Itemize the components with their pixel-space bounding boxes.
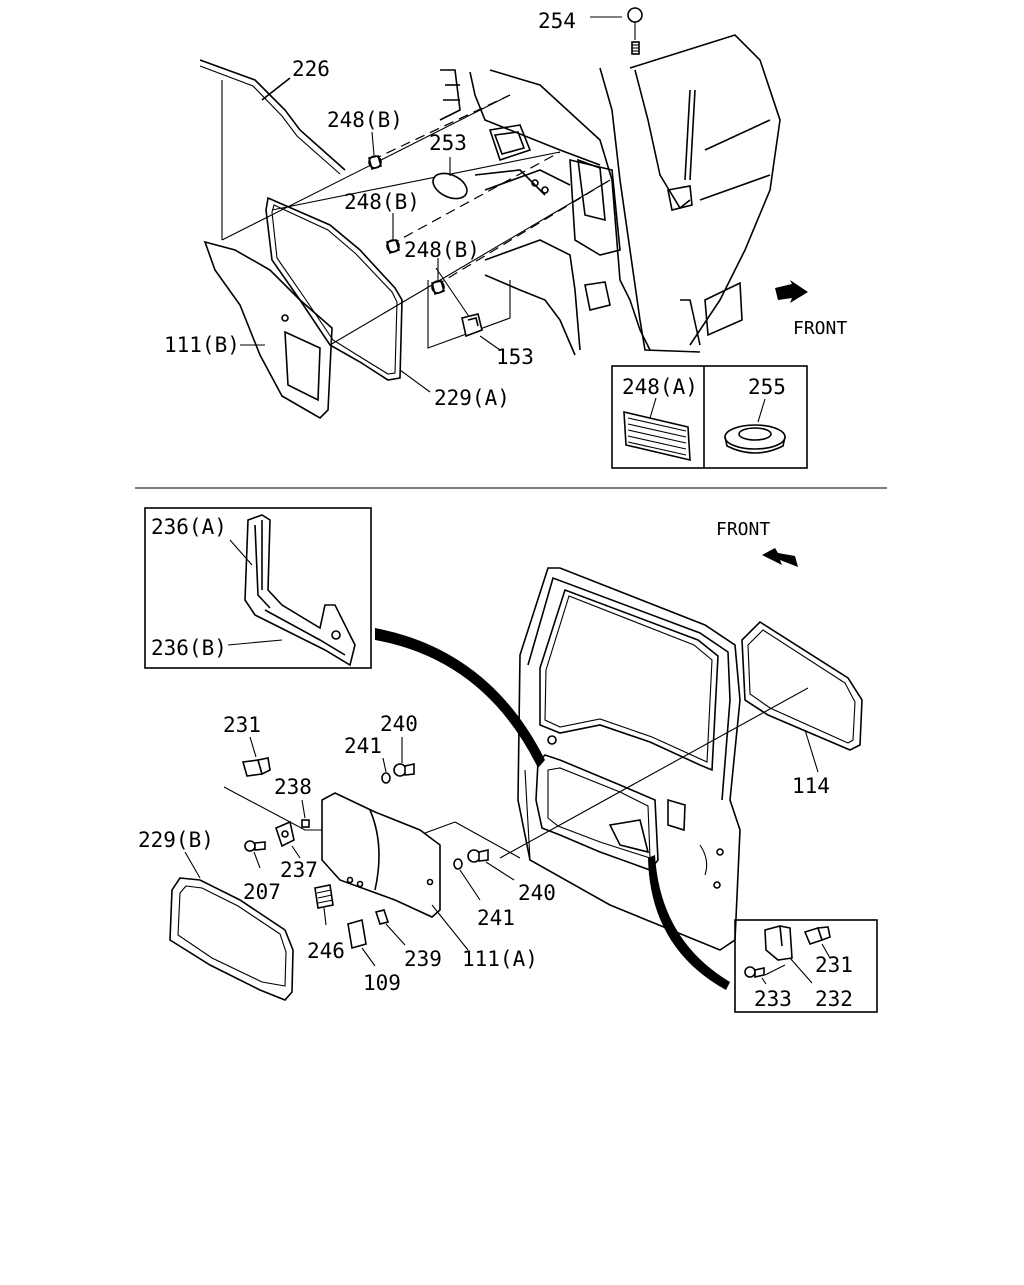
callout-229a: 229(A) bbox=[434, 386, 510, 410]
callout-248b-1: 248(B) bbox=[327, 108, 403, 132]
spring-246 bbox=[314, 884, 334, 926]
zoom-curve-upper bbox=[375, 628, 545, 768]
washer-241-lower bbox=[453, 858, 481, 901]
clip-248b-1 bbox=[368, 155, 382, 171]
bolt-240-upper bbox=[393, 737, 415, 777]
callout-231-right: 231 bbox=[815, 953, 853, 977]
callout-229b: 229(B) bbox=[138, 828, 214, 852]
cab-body bbox=[439, 34, 781, 356]
callout-114: 114 bbox=[792, 774, 830, 798]
cap-253 bbox=[432, 172, 468, 200]
callout-241-lower: 241 bbox=[477, 906, 515, 930]
callout-240-lower: 240 bbox=[518, 881, 556, 905]
front-label-bottom: FRONT bbox=[716, 519, 770, 540]
callout-232: 232 bbox=[815, 987, 853, 1011]
clip-239 bbox=[374, 909, 406, 946]
bracket-237 bbox=[275, 820, 301, 859]
inset-box-top bbox=[611, 365, 808, 469]
callout-246: 246 bbox=[307, 939, 345, 963]
inset-box-pillar bbox=[144, 507, 372, 669]
grommet-255 bbox=[724, 398, 786, 454]
callout-207: 207 bbox=[243, 880, 281, 904]
cover-panel-111b bbox=[203, 240, 333, 420]
callout-236a: 236(A) bbox=[151, 515, 227, 539]
callout-236b: 236(B) bbox=[151, 636, 227, 660]
callout-248b-3: 248(B) bbox=[404, 238, 480, 262]
callout-241-upper: 241 bbox=[344, 734, 382, 758]
bolt-207 bbox=[244, 840, 266, 869]
clip-153 bbox=[461, 313, 483, 338]
callout-238: 238 bbox=[274, 775, 312, 799]
clip-238 bbox=[301, 799, 310, 828]
callout-153: 153 bbox=[496, 345, 534, 369]
clip-248b-3 bbox=[431, 280, 445, 296]
callout-240-upper: 240 bbox=[380, 712, 418, 736]
callout-233: 233 bbox=[754, 987, 792, 1011]
front-arrow-bottom bbox=[762, 548, 798, 567]
callout-248b-2: 248(B) bbox=[344, 190, 420, 214]
callout-237: 237 bbox=[280, 858, 318, 882]
callout-253: 253 bbox=[429, 131, 467, 155]
zoom-curve-lower bbox=[648, 855, 730, 990]
callout-111a: 111(A) bbox=[462, 947, 538, 971]
pad-248a bbox=[623, 397, 691, 462]
callout-109: 109 bbox=[363, 971, 401, 995]
callout-255: 255 bbox=[748, 375, 786, 399]
stud-254 bbox=[590, 7, 643, 55]
clip-248b-2 bbox=[386, 239, 400, 255]
washer-241-upper bbox=[381, 757, 391, 784]
window-seal-114 bbox=[499, 620, 863, 859]
callout-239: 239 bbox=[404, 947, 442, 971]
clip-231-left bbox=[241, 736, 271, 777]
bolt-240-lower bbox=[467, 849, 515, 881]
pad-109 bbox=[347, 918, 376, 967]
cover-panel-111a bbox=[321, 792, 521, 951]
seal-229b bbox=[169, 851, 294, 1001]
weatherstrip-226 bbox=[199, 59, 346, 171]
callout-111b: 111(B) bbox=[164, 333, 240, 357]
front-arrow-top bbox=[775, 280, 808, 303]
inset-box-hinge bbox=[734, 919, 878, 1013]
callout-248a: 248(A) bbox=[622, 375, 698, 399]
front-label-top: FRONT bbox=[793, 318, 847, 339]
callout-231-left: 231 bbox=[223, 713, 261, 737]
callout-254: 254 bbox=[538, 9, 576, 33]
seal-229a bbox=[265, 196, 403, 381]
bottom-diagram: 236(A) 236(B) FRONT 231 240 241 238 114 … bbox=[138, 507, 878, 1013]
top-diagram: 254 226 248(B) 253 248(B) 248(B) 111(B) … bbox=[164, 7, 847, 469]
callout-226: 226 bbox=[292, 57, 330, 81]
